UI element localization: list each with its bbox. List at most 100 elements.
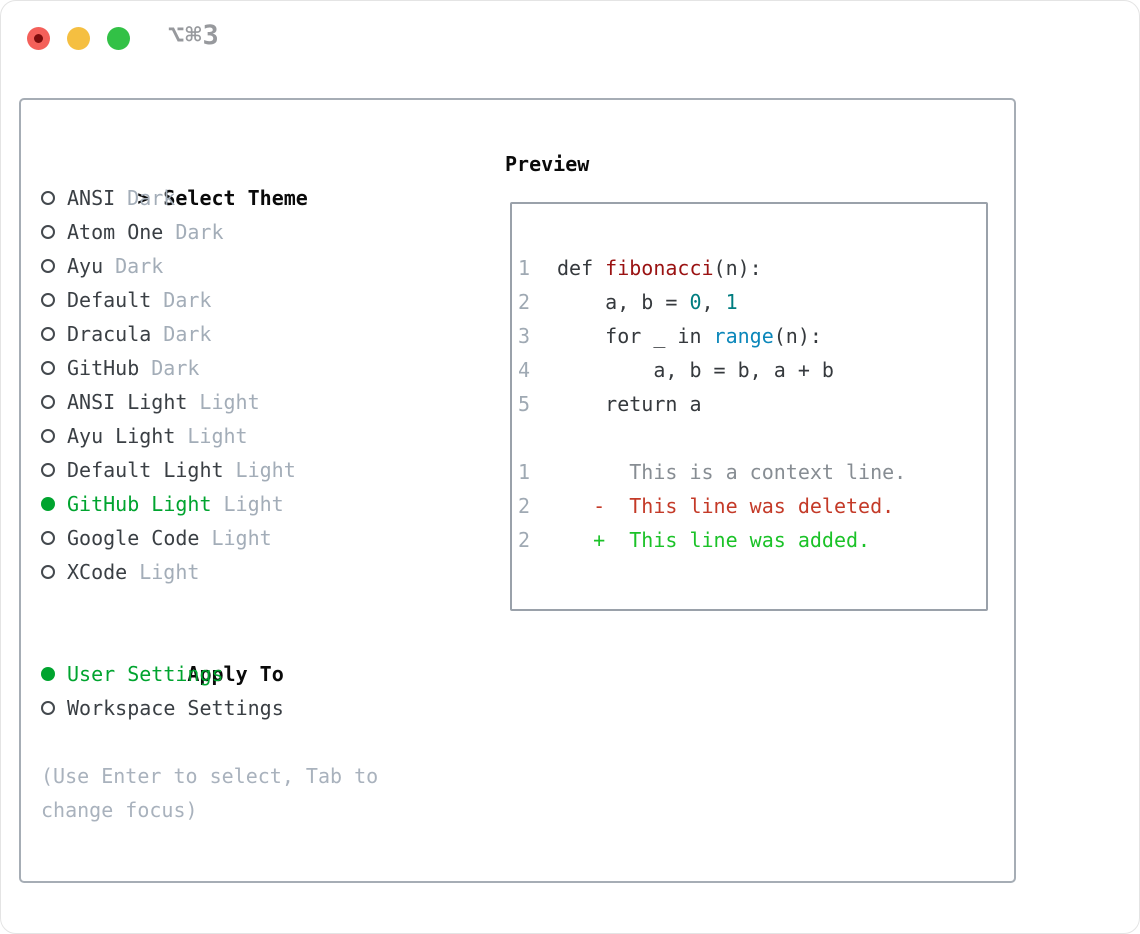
radio-unselected-icon	[41, 691, 67, 725]
apply-option-workspace-settings[interactable]: Workspace Settings	[41, 691, 481, 725]
code-token-number: 1	[725, 290, 738, 314]
option-label: Dracula	[67, 322, 152, 346]
preview-line: 2 a, b = 0, 1	[518, 285, 986, 319]
line-number: 5	[518, 392, 531, 416]
select-theme-header: > Select Theme	[41, 147, 481, 210]
code-token-code: a, b =	[557, 290, 690, 314]
radio-unselected-icon	[41, 521, 67, 555]
preview-line: 2 + This line was added.	[518, 523, 986, 557]
option-label: Atom One	[67, 220, 164, 244]
radio-unselected-icon	[41, 283, 67, 317]
code-token-code: (n):	[713, 256, 762, 280]
preview-line: 4 a, b = b, a + b	[518, 353, 986, 387]
theme-variant-tag: Dark	[151, 356, 200, 380]
code-token-code: def	[557, 256, 606, 280]
option-label: GitHub Light	[67, 492, 212, 516]
select-theme-title: Select Theme	[163, 186, 308, 210]
option-label: Workspace Settings	[67, 696, 284, 720]
option-label: ANSI Light	[67, 390, 188, 414]
diff-line-context: This is a context line.	[557, 460, 907, 484]
theme-option-default[interactable]: Default Dark	[41, 283, 481, 317]
radio-unselected-icon	[41, 249, 67, 283]
theme-variant-tag: Dark	[163, 322, 212, 346]
theme-option-dracula[interactable]: Dracula Dark	[41, 317, 481, 351]
preview-line: 3 for _ in range(n):	[518, 319, 986, 353]
prompt-caret: >	[137, 186, 150, 210]
code-token-code: return a	[557, 392, 702, 416]
code-token-builtin: range	[713, 324, 774, 348]
theme-variant-tag: Light	[139, 560, 200, 584]
line-number: 1	[518, 460, 531, 484]
apply-to-title: Apply To	[187, 662, 284, 686]
option-label: ANSI	[67, 186, 116, 210]
theme-option-xcode[interactable]: XCode Light	[41, 555, 481, 589]
radio-unselected-icon	[41, 215, 67, 249]
theme-variant-tag: Dark	[127, 186, 176, 210]
preview-line: 2 - This line was deleted.	[518, 489, 986, 523]
code-token-code: (n):	[773, 324, 822, 348]
maximize-button[interactable]	[107, 27, 130, 50]
theme-option-atom-one[interactable]: Atom One Dark	[41, 215, 481, 249]
radio-unselected-icon	[41, 419, 67, 453]
radio-unselected-icon	[41, 181, 67, 215]
minimize-button[interactable]	[67, 27, 90, 50]
theme-option-github[interactable]: GitHub Dark	[41, 351, 481, 385]
theme-option-ayu[interactable]: Ayu Dark	[41, 249, 481, 283]
theme-variant-tag: Light	[211, 526, 272, 550]
title-bar: ⌥⌘3	[1, 1, 1139, 98]
option-label: GitHub	[67, 356, 140, 380]
radio-unselected-icon	[41, 385, 67, 419]
diff-line-deleted: - This line was deleted.	[557, 494, 895, 518]
option-label: Default	[67, 288, 152, 312]
close-button[interactable]	[27, 27, 50, 50]
code-token-number: 0	[689, 290, 702, 314]
preview-line: 5 return a	[518, 387, 986, 421]
radio-selected-icon	[41, 657, 67, 691]
theme-variant-tag: Light	[235, 458, 296, 482]
option-label: XCode	[67, 560, 128, 584]
option-label: Default Light	[67, 458, 224, 482]
theme-option-default-light[interactable]: Default Light Light	[41, 453, 481, 487]
theme-option-ansi[interactable]: ANSI Dark	[41, 181, 481, 215]
preview-line: 1 This is a context line.	[518, 455, 986, 489]
code-token-code: a, b = b, a + b	[557, 358, 834, 382]
radio-selected-icon	[41, 487, 67, 521]
radio-unselected-icon	[41, 555, 67, 589]
diff-line-added: + This line was added.	[557, 528, 871, 552]
theme-variant-tag: Dark	[163, 288, 212, 312]
radio-unselected-icon	[41, 317, 67, 351]
preview-line: 1 def fibonacci(n):	[518, 251, 986, 285]
theme-option-ayu-light[interactable]: Ayu Light Light	[41, 419, 481, 453]
code-token-code: for _ in	[557, 324, 714, 348]
apply-option-user-settings[interactable]: User Settings	[41, 657, 481, 691]
code-token-code: ,	[701, 290, 726, 314]
line-number: 2	[518, 494, 531, 518]
code-token-function: fibonacci	[605, 256, 714, 280]
apply-to-header: Apply To	[41, 623, 481, 686]
help-text: (Use Enter to select, Tab to change focu…	[41, 764, 379, 822]
theme-variant-tag: Dark	[175, 220, 224, 244]
line-number: 1	[518, 256, 531, 280]
theme-option-google-code[interactable]: Google Code Light	[41, 521, 481, 555]
window-title-shortcut: ⌥⌘3	[168, 20, 220, 51]
theme-variant-tag: Light	[187, 424, 248, 448]
option-label: Ayu	[67, 254, 104, 278]
line-number: 3	[518, 324, 531, 348]
option-label: Ayu Light	[67, 424, 176, 448]
option-label: Google Code	[67, 526, 200, 550]
theme-variant-tag: Dark	[115, 254, 164, 278]
option-label: User Settings	[67, 662, 224, 686]
line-number: 2	[518, 528, 531, 552]
preview-title: Preview	[505, 152, 590, 176]
radio-unselected-icon	[41, 453, 67, 487]
line-number: 4	[518, 358, 531, 382]
